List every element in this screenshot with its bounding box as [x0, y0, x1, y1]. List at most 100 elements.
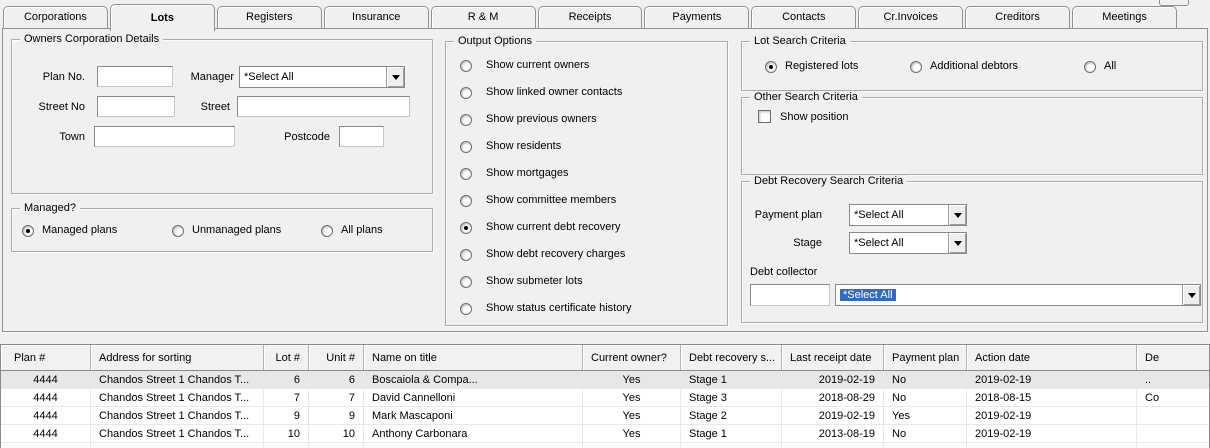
- street-no-label: Street No: [38, 101, 85, 113]
- radio-label-show-status-certificate-history[interactable]: Show status certificate history: [486, 302, 632, 314]
- plan-no-input[interactable]: [97, 66, 173, 87]
- radio-label-show-current-owners[interactable]: Show current owners: [486, 59, 590, 71]
- stage-select[interactable]: *Select All: [849, 232, 967, 254]
- radio-show-debt-recovery-charges[interactable]: [460, 249, 472, 261]
- radio-all-plans[interactable]: [321, 225, 333, 237]
- chevron-down-icon[interactable]: [1182, 285, 1200, 305]
- radio-show-current-debt-recovery[interactable]: [460, 222, 472, 234]
- radio-registered-lots[interactable]: [765, 61, 777, 73]
- cell-current-owner: Yes: [583, 407, 681, 424]
- column-header-debt-recovery-s[interactable]: Debt recovery s...: [681, 345, 782, 370]
- cell-empty: [884, 443, 967, 448]
- radio-label-additional-debtors[interactable]: Additional debtors: [930, 60, 1019, 72]
- tab-registers[interactable]: Registers: [216, 6, 322, 28]
- column-header-address-for-sorting[interactable]: Address for sorting: [91, 345, 264, 370]
- column-header-payment-plan[interactable]: Payment plan: [884, 345, 967, 370]
- owners-corporation-details-title: Owners Corporation Details: [20, 33, 164, 46]
- column-header-unit[interactable]: Unit #: [309, 345, 364, 370]
- column-header-current-owner[interactable]: Current owner?: [583, 345, 681, 370]
- radio-label-show-committee-members[interactable]: Show committee members: [486, 194, 617, 206]
- chevron-down-icon[interactable]: [386, 67, 404, 87]
- radio-show-submeter-lots[interactable]: [460, 276, 472, 288]
- tab-corporations[interactable]: Corporations: [3, 6, 108, 28]
- tab-overflow-button[interactable]: [1159, 0, 1189, 6]
- tab-receipts[interactable]: Receipts: [537, 6, 643, 28]
- radio-label-all-plans[interactable]: All plans: [341, 224, 383, 236]
- cell-unit: 10: [309, 425, 364, 442]
- radio-label-show-previous-owners[interactable]: Show previous owners: [486, 113, 597, 125]
- radio-additional-debtors[interactable]: [910, 61, 922, 73]
- radio-label-managed-plans[interactable]: Managed plans: [42, 224, 118, 236]
- tab-creditors[interactable]: Creditors: [965, 6, 1071, 28]
- debt-collector-label: Debt collector: [750, 266, 818, 278]
- radio-managed-plans[interactable]: [22, 225, 34, 237]
- radio-label-show-mortgages[interactable]: Show mortgages: [486, 167, 569, 179]
- tab-meetings[interactable]: Meetings: [1072, 6, 1177, 28]
- radio-label-show-debt-recovery-charges[interactable]: Show debt recovery charges: [486, 248, 626, 260]
- cell-de: ..: [1137, 371, 1209, 388]
- manager-label: Manager: [190, 71, 234, 83]
- column-header-action-date[interactable]: Action date: [967, 345, 1137, 370]
- tab-insurance[interactable]: Insurance: [323, 6, 429, 28]
- postcode-label: Postcode: [284, 131, 330, 143]
- payment-plan-select[interactable]: *Select All: [849, 204, 967, 226]
- cell-lot: 10: [264, 425, 309, 442]
- radio-show-committee-members[interactable]: [460, 195, 472, 207]
- chevron-down-icon[interactable]: [948, 205, 966, 225]
- other-search-criteria-title: Other Search Criteria: [750, 91, 862, 104]
- radio-show-mortgages[interactable]: [460, 168, 472, 180]
- show-position-label[interactable]: Show position: [780, 111, 849, 123]
- radio-label-registered-lots[interactable]: Registered lots: [785, 60, 859, 72]
- column-header-plan[interactable]: Plan #: [1, 345, 91, 370]
- cell-debt-recovery-s: Stage 1: [681, 371, 782, 388]
- cell-empty: [1137, 443, 1209, 448]
- town-input[interactable]: [94, 126, 235, 147]
- column-header-name-on-title[interactable]: Name on title: [364, 345, 583, 370]
- radio-show-residents[interactable]: [460, 141, 472, 153]
- radio-show-status-certificate-history[interactable]: [460, 303, 472, 315]
- radio-label-show-submeter-lots[interactable]: Show submeter lots: [486, 275, 583, 287]
- tab-contacts[interactable]: Contacts: [751, 6, 857, 28]
- tab-payments[interactable]: Payments: [644, 6, 750, 28]
- radio-label-show-current-debt-recovery[interactable]: Show current debt recovery: [486, 221, 621, 233]
- debt-collector-input[interactable]: [750, 284, 830, 306]
- radio-show-previous-owners[interactable]: [460, 114, 472, 126]
- cell-empty: [264, 443, 309, 448]
- debt-collector-select[interactable]: *Select All: [835, 284, 1201, 306]
- radio-show-current-owners[interactable]: [460, 60, 472, 72]
- cell-name-on-title: Mark Mascaponi: [364, 407, 583, 424]
- show-position-checkbox[interactable]: [758, 110, 771, 123]
- radio-label-unmanaged-plans[interactable]: Unmanaged plans: [192, 224, 282, 236]
- radio-show-linked-owner-contacts[interactable]: [460, 87, 472, 99]
- street-no-input[interactable]: [97, 96, 175, 117]
- manager-select[interactable]: *Select All: [239, 66, 405, 88]
- radio-label-all[interactable]: All: [1104, 60, 1117, 72]
- tab-r-m[interactable]: R & M: [430, 6, 536, 28]
- radio-label-show-linked-owner-contacts[interactable]: Show linked owner contacts: [486, 86, 623, 98]
- radio-unmanaged-plans[interactable]: [172, 225, 184, 237]
- street-input[interactable]: [237, 96, 410, 117]
- column-header-de[interactable]: De: [1137, 345, 1209, 370]
- stage-label: Stage: [793, 237, 822, 249]
- radio-all[interactable]: [1084, 61, 1096, 73]
- down-arrow-icon: [953, 213, 962, 222]
- cell-action-date: 2019-02-19: [967, 425, 1137, 442]
- column-header-lot[interactable]: Lot #: [264, 345, 309, 370]
- cell-empty: [681, 443, 782, 448]
- payment-plan-label: Payment plan: [754, 209, 822, 221]
- chevron-down-icon[interactable]: [948, 233, 966, 253]
- postcode-input[interactable]: [339, 126, 384, 147]
- tab-cr-invoices[interactable]: Cr.Invoices: [858, 6, 964, 28]
- radio-label-show-residents[interactable]: Show residents: [486, 140, 562, 152]
- cell-address-for-sorting: Chandos Street 1 Chandos T...: [91, 407, 264, 424]
- column-header-last-receipt-date[interactable]: Last receipt date: [782, 345, 884, 370]
- tab-lots[interactable]: Lots: [109, 4, 215, 31]
- tab-page-lots: Owners Corporation Details Plan No. Mana…: [2, 28, 1208, 332]
